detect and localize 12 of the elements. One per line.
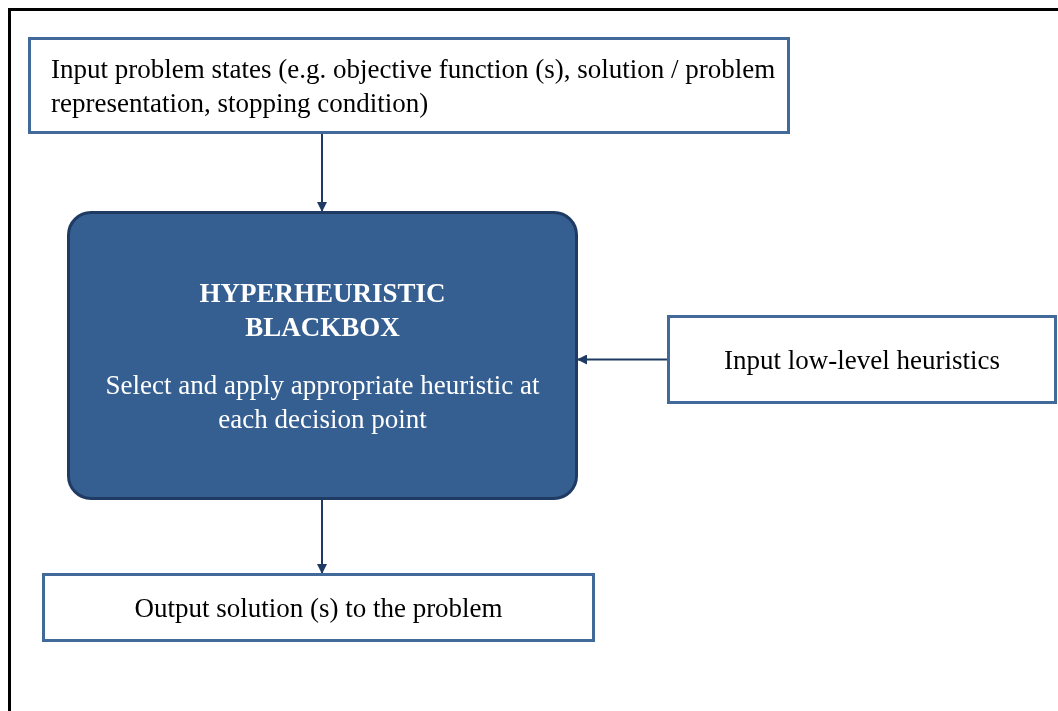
arrow xyxy=(577,354,668,365)
box-heading: HYPERHEURISTIC BLACKBOX xyxy=(198,276,447,344)
box-text: Input problem states (e.g. objective function (s), solution / problem representation, stopping condition) xyxy=(51,52,777,120)
input-output-box xyxy=(42,573,595,642)
box-text: Input low-level heuristics xyxy=(724,343,1000,377)
process-box xyxy=(67,211,578,500)
arrow xyxy=(317,499,327,574)
arrow xyxy=(317,133,327,212)
box-text: Select and apply appropriate heuristic at each decision point xyxy=(104,368,541,436)
box-text: Output solution (s) to the problem xyxy=(134,591,503,625)
input-output-box xyxy=(667,315,1057,404)
input-output-box xyxy=(28,37,790,134)
